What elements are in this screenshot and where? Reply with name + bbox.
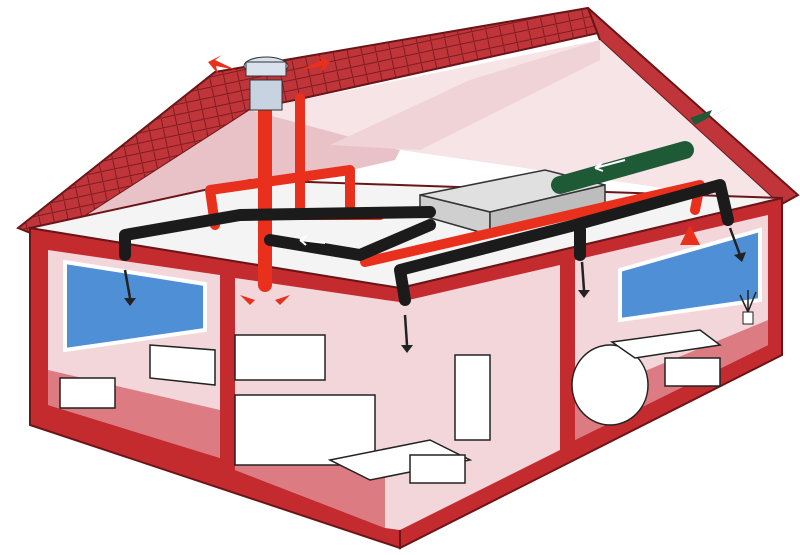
roof-vent-cap bbox=[243, 56, 289, 111]
kitchen-cabinets-upper bbox=[234, 334, 326, 381]
extract-duct-main bbox=[119, 206, 436, 261]
warm-duct-attic bbox=[205, 165, 355, 230]
bed bbox=[149, 344, 216, 386]
coffee-table bbox=[609, 329, 722, 359]
window-icon bbox=[63, 227, 762, 353]
kitchen-cabinets-lower bbox=[234, 394, 376, 466]
radiator bbox=[664, 357, 721, 387]
airflow-arrow bbox=[123, 55, 746, 353]
radiator bbox=[59, 377, 116, 409]
beanbag bbox=[571, 344, 649, 426]
plant bbox=[739, 290, 757, 325]
radiator bbox=[409, 454, 466, 484]
fridge bbox=[454, 354, 491, 441]
intake-duct bbox=[551, 141, 694, 194]
extract-duct-mid bbox=[264, 219, 436, 261]
extract-duct-right bbox=[394, 179, 734, 306]
table bbox=[327, 439, 473, 481]
